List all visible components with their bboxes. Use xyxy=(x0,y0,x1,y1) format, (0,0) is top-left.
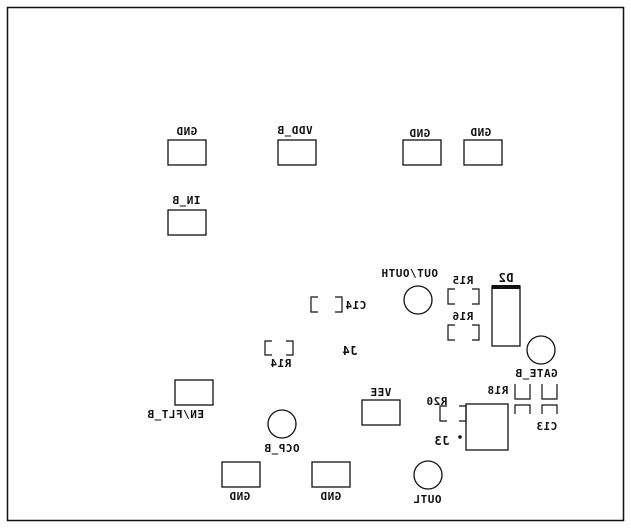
diode-d2 xyxy=(491,285,521,347)
label-gnd-2: GND xyxy=(409,127,431,140)
label-d2: D2 xyxy=(498,271,514,285)
label-gate-b: GATE_B xyxy=(515,367,558,380)
label-vdd-b: VDD_B xyxy=(277,124,313,137)
pad-gnd-2[interactable] xyxy=(402,139,442,166)
label-out-outh: OUT/OUTH xyxy=(381,267,438,280)
label-gnd-3: GND xyxy=(470,126,492,139)
label-j3: J3 xyxy=(434,434,450,448)
resistor-r15-footprint xyxy=(447,288,480,305)
label-in-b: IN_B xyxy=(172,194,201,207)
label-r14: R14 xyxy=(270,357,292,370)
testpoint-outl[interactable] xyxy=(413,460,443,490)
label-c13: C13 xyxy=(536,420,558,433)
label-outl: OUTL xyxy=(413,493,442,506)
label-r18: R18 xyxy=(487,384,509,397)
pad-gnd-5[interactable] xyxy=(311,461,351,488)
pad-gnd-3[interactable] xyxy=(463,139,503,166)
label-r15: R15 xyxy=(452,274,474,287)
capacitor-c13-footprint xyxy=(541,384,558,414)
pad-vee[interactable] xyxy=(361,399,401,426)
testpoint-ocp-b[interactable] xyxy=(267,409,297,439)
pad-gnd-1[interactable] xyxy=(167,139,207,166)
capacitor-c14-footprint xyxy=(310,296,343,313)
testpoint-gate-b[interactable] xyxy=(526,335,556,365)
resistor-r20-footprint xyxy=(439,405,467,422)
pad-vdd-b[interactable] xyxy=(277,139,317,166)
label-vee: VEE xyxy=(370,386,392,399)
board-outline xyxy=(6,6,625,522)
label-gnd-1: GND xyxy=(176,125,198,138)
resistor-r18-footprint xyxy=(514,384,531,414)
label-gnd-4: GND xyxy=(229,490,251,503)
label-c14: C14 xyxy=(345,299,367,312)
pad-in-b[interactable] xyxy=(167,209,207,236)
pad-en-flt-b[interactable] xyxy=(174,379,214,406)
testpoint-out-outh[interactable] xyxy=(403,285,433,315)
label-r16: R16 xyxy=(452,310,474,323)
resistor-r14-footprint xyxy=(264,340,294,356)
label-r20: R20 xyxy=(426,395,448,408)
resistor-r16-footprint xyxy=(447,324,480,341)
ic-j3-pin1-dot xyxy=(458,435,462,439)
label-ocp-b: OCP_B xyxy=(264,442,300,455)
label-gnd-5: GND xyxy=(320,490,342,503)
label-j4: J4 xyxy=(342,344,358,358)
pad-gnd-4[interactable] xyxy=(221,461,261,488)
ic-j3-outline xyxy=(465,403,509,451)
label-en-flt-b: EN/FLT_B xyxy=(147,408,204,421)
